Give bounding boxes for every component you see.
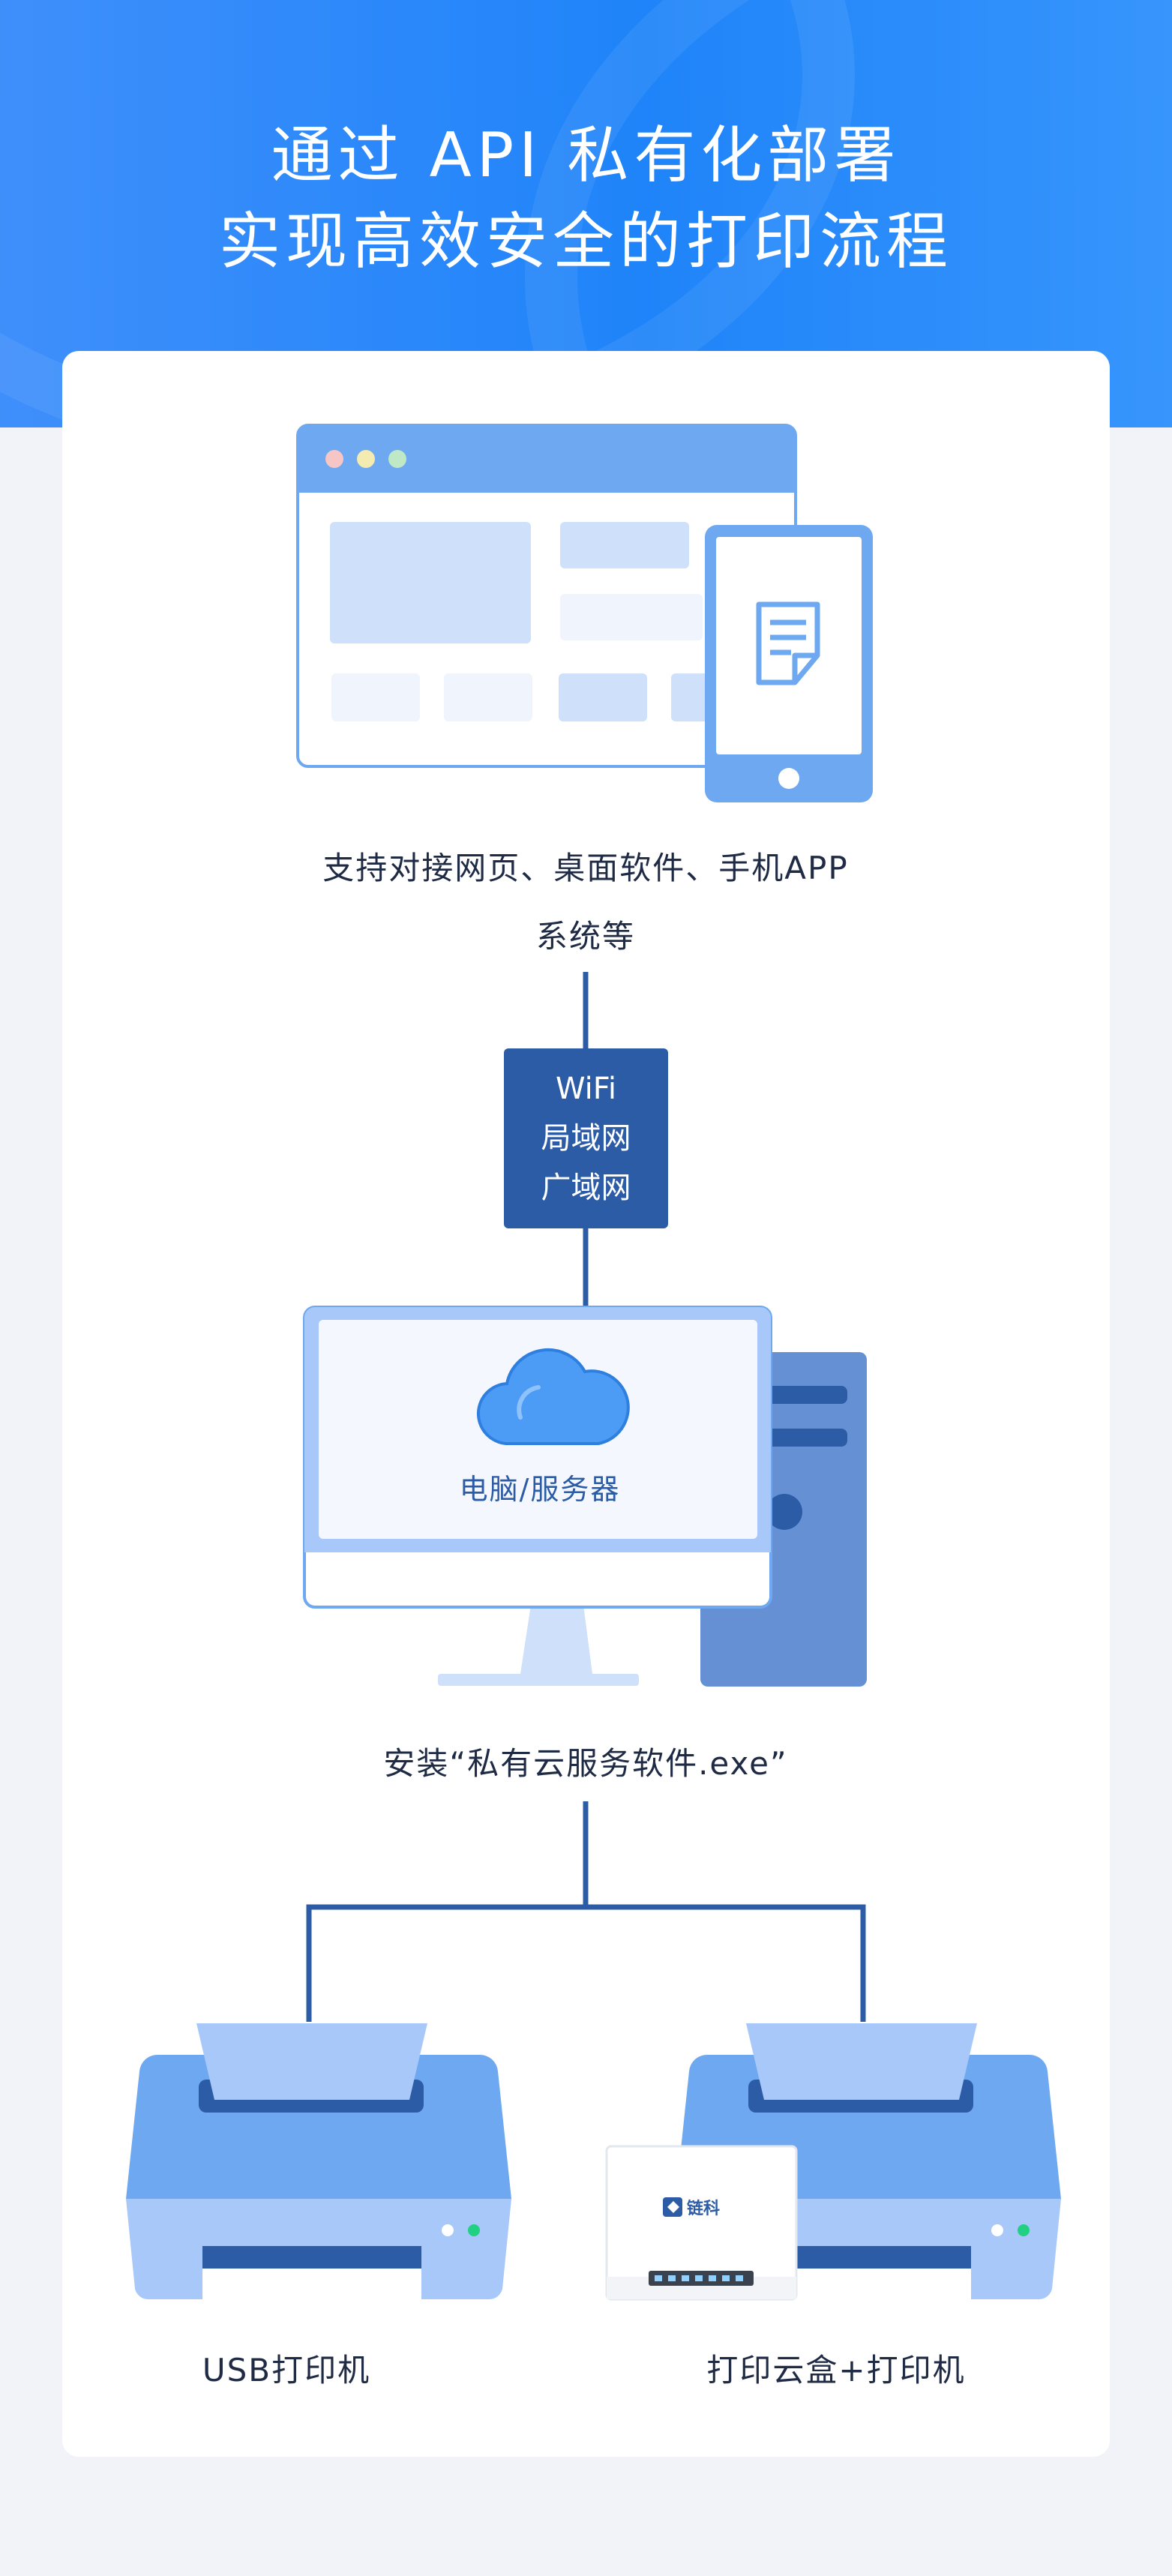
mobile-phone-icon (705, 525, 873, 802)
connector-lines (306, 972, 866, 2022)
usb-printer-caption: USB打印机 (202, 2352, 371, 2389)
client-caption-line-1: 支持对接网页、桌面软件、手机APP (322, 850, 849, 886)
network-wan-label: 广域网 (541, 1171, 631, 1205)
server-caption: 安装“私有云服务软件.exe” (383, 1745, 788, 1782)
network-badge: WiFi 局域网 广域网 (504, 1048, 668, 1228)
headline-line-1: 通过 API 私有化部署 (271, 120, 901, 191)
desktop-monitor-icon (303, 1306, 772, 1686)
client-caption-line-2: 系统等 (535, 918, 635, 955)
print-cloud-box-icon: 链科 (605, 2145, 798, 2301)
browser-window-icon (296, 424, 797, 768)
computer-server-label: 电脑/服务器 (459, 1473, 621, 1506)
headline-line-2: 实现高效安全的打印流程 (218, 206, 953, 277)
document-icon (756, 601, 820, 685)
printer-icon (126, 2023, 511, 2300)
cloud-box-printer-caption: 打印云盒+打印机 (706, 2352, 966, 2389)
box-brand-label: 链科 (687, 2199, 720, 2218)
page-headline: 通过 API 私有化部署 实现高效安全的打印流程 (0, 112, 1172, 285)
network-lan-label: 局域网 (541, 1121, 631, 1156)
network-wifi-label: WiFi (556, 1072, 616, 1106)
cloud-icon (477, 1348, 630, 1446)
